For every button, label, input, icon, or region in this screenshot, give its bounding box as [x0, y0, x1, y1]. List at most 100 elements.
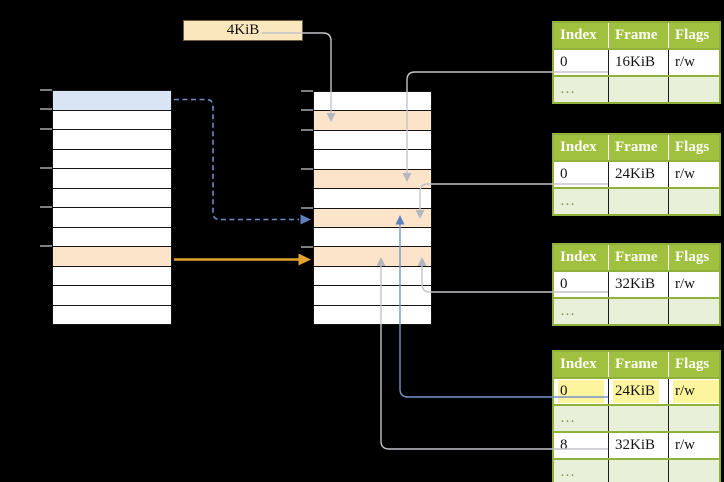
yellow-highlight: 24KiB — [613, 380, 659, 403]
cell-flags: r/w — [668, 272, 719, 297]
table-row-ellipsis: … — [554, 297, 719, 324]
cell-flags — [668, 77, 719, 102]
table-row — [53, 130, 171, 150]
cell-frame: 32KiB — [608, 433, 668, 458]
address-tick — [40, 245, 52, 247]
yellow-highlight: r/w — [673, 380, 719, 403]
mapped-frame — [314, 111, 431, 131]
cell-flags: r/w — [668, 433, 719, 458]
column-header-flags: Flags — [668, 23, 719, 48]
cell-frame — [608, 189, 668, 214]
cell-frame: 24KiB — [608, 162, 668, 187]
table-row — [53, 305, 171, 324]
frame-table-level1: Index Frame Flags 0 24KiB r/w … 8 32KiB … — [552, 350, 721, 482]
arrowhead-right-icon — [300, 214, 311, 225]
address-tick — [301, 207, 313, 209]
table-row — [53, 169, 171, 189]
cell-index: … — [560, 81, 575, 97]
cell-flags: r/w — [668, 162, 719, 187]
page-table — [313, 91, 432, 325]
frame-table-24kib: Index Frame Flags 0 24KiB r/w … — [552, 133, 721, 216]
arrowhead-right-icon — [298, 253, 311, 266]
cell-index: 8 — [560, 437, 568, 453]
table-row — [314, 305, 431, 325]
table-row-highlighted: 0 24KiB r/w — [554, 377, 719, 404]
virtual-memory-table — [52, 90, 172, 325]
address-tick — [40, 167, 52, 169]
cell-index: 0 — [560, 54, 568, 70]
table-row — [314, 286, 431, 306]
table-row — [314, 92, 431, 112]
cell-index: 0 — [560, 276, 568, 292]
cell-index: 0 — [560, 166, 568, 182]
table-row — [53, 188, 171, 208]
cell-frame: 32KiB — [608, 272, 668, 297]
table-row — [53, 110, 171, 130]
cell-flags: r/w — [668, 50, 719, 75]
table-row — [53, 266, 171, 286]
table-row: 0 24KiB r/w — [554, 160, 719, 187]
table-row — [314, 227, 431, 248]
table-row: 0 32KiB r/w — [554, 270, 719, 297]
cell-index: … — [560, 464, 575, 480]
column-header-index: Index — [560, 249, 597, 265]
cell-flags — [668, 189, 719, 214]
cell-index: 0 — [554, 379, 608, 404]
dashed-arrow-virtual-to-page-table — [174, 98, 299, 221]
cell-frame — [608, 77, 668, 102]
table-row-ellipsis: … — [554, 404, 719, 431]
cell-flags — [668, 406, 719, 431]
table-header-row: Index Frame Flags — [554, 135, 719, 160]
cell-flags — [668, 460, 719, 482]
address-tick — [301, 129, 313, 131]
table-header-row: Index Frame Flags — [554, 245, 719, 270]
address-tick — [40, 128, 52, 130]
column-header-frame: Frame — [608, 23, 668, 48]
address-tick — [40, 206, 52, 208]
address-tick — [301, 90, 313, 92]
virtual-page-orange — [53, 247, 171, 267]
virtual-page-blue — [53, 91, 171, 111]
cell-frame — [608, 299, 668, 324]
column-header-flags: Flags — [668, 245, 719, 270]
cell-frame — [608, 406, 668, 431]
frame-table-32kib: Index Frame Flags 0 32KiB r/w … — [552, 243, 721, 326]
cell-frame: 16KiB — [608, 50, 668, 75]
cell-index: … — [560, 193, 575, 209]
mapped-frame — [314, 208, 431, 228]
table-row — [314, 150, 431, 170]
address-tick — [40, 108, 52, 110]
table-row-ellipsis: … — [554, 187, 719, 214]
page-size-label: 4KiB — [183, 20, 303, 41]
table-row — [314, 266, 431, 287]
address-tick — [301, 168, 313, 170]
table-row: 0 16KiB r/w — [554, 48, 719, 75]
yellow-highlight: 0 — [558, 380, 604, 403]
table-row — [314, 189, 431, 209]
address-tick — [301, 246, 313, 248]
cell-flags — [668, 299, 719, 324]
column-header-index: Index — [560, 27, 597, 43]
table-row — [314, 130, 431, 151]
table-row: 8 32KiB r/w — [554, 431, 719, 458]
cell-flags: r/w — [668, 379, 719, 404]
table-header-row: Index Frame Flags — [554, 23, 719, 48]
mapped-frame — [314, 247, 431, 267]
table-row-ellipsis: … — [554, 458, 719, 482]
column-header-index: Index — [560, 139, 597, 155]
column-header-frame: Frame — [608, 352, 668, 377]
column-header-frame: Frame — [608, 135, 668, 160]
cell-frame: 24KiB — [608, 379, 668, 404]
table-row — [53, 208, 171, 228]
column-header-frame: Frame — [608, 245, 668, 270]
column-header-flags: Flags — [668, 352, 719, 377]
column-header-flags: Flags — [668, 135, 719, 160]
table-header-row: Index Frame Flags — [554, 352, 719, 377]
cell-index: … — [560, 410, 575, 426]
table-row — [53, 286, 171, 306]
mapped-frame — [314, 169, 431, 190]
column-header-index: Index — [560, 356, 597, 372]
table-row — [53, 227, 171, 247]
table-row-ellipsis: … — [554, 75, 719, 102]
